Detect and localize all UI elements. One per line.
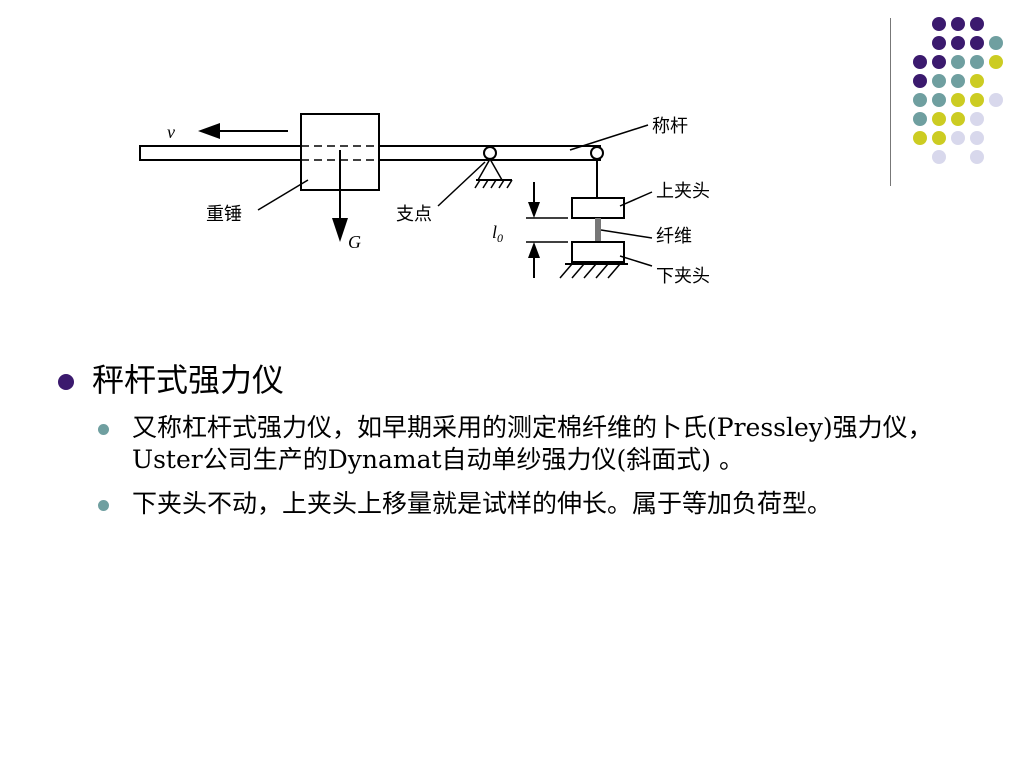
gauge-arrow-up xyxy=(528,242,540,258)
decorative-dot xyxy=(913,112,927,126)
decorative-dot xyxy=(913,74,927,88)
decorative-dot xyxy=(932,131,946,145)
sub-bullet-2: 下夹头不动，上夹头上移量就是试样的伸长。属于等加负荷型。 xyxy=(96,488,952,520)
label-fulcrum: 支点 xyxy=(396,204,432,225)
decorative-dot xyxy=(989,55,1003,69)
velocity-arrow xyxy=(198,123,220,139)
decorative-dot xyxy=(932,93,946,107)
decorative-dot xyxy=(970,131,984,145)
decorative-dot xyxy=(951,93,965,107)
label-beam: 称杆 xyxy=(652,116,688,137)
decorative-dot xyxy=(970,74,984,88)
label-upper-clamp: 上夹头 xyxy=(656,181,710,202)
decorative-dot xyxy=(932,112,946,126)
decorative-dot xyxy=(932,55,946,69)
decorative-dot xyxy=(951,131,965,145)
decorative-dot xyxy=(951,55,965,69)
decorative-dot xyxy=(951,74,965,88)
decorative-dot xyxy=(970,112,984,126)
bullet-title: 秤杆式强力仪 xyxy=(56,360,956,400)
sub-bullet-text: 下夹头不动，上夹头上移量就是试样的伸长。属于等加负荷型。 xyxy=(132,489,833,518)
decorative-dot xyxy=(932,150,946,164)
decorative-dot xyxy=(913,93,927,107)
decorative-dot xyxy=(913,55,927,69)
upper-clamp xyxy=(571,197,625,219)
label-gravity: G xyxy=(348,232,361,252)
gauge-arrow-down xyxy=(528,202,540,218)
fiber xyxy=(595,218,601,242)
decorative-dot xyxy=(913,131,927,145)
decorative-dot xyxy=(970,93,984,107)
balance-tester-diagram: v G 重锤 支点 称杆 上夹头 纤维 下夹头 l0 xyxy=(139,113,710,287)
decorative-dot xyxy=(932,17,946,31)
sub-bullet-dot-icon xyxy=(98,500,109,511)
label-gauge-length: l0 xyxy=(492,222,503,245)
decorative-dot xyxy=(951,112,965,126)
sub-bullet-text: 又称杠杆式强力仪，如早期采用的测定棉纤维的卜氏(Pressley)强力仪，Ust… xyxy=(132,413,933,474)
decorative-dot xyxy=(989,36,1003,50)
slide-content: 秤杆式强力仪 又称杠杆式强力仪，如早期采用的测定棉纤维的卜氏(Pressley)… xyxy=(56,360,956,532)
label-velocity: v xyxy=(167,122,175,142)
sub-bullet-dot-icon xyxy=(98,424,109,435)
sub-bullet-1: 又称杠杆式强力仪，如早期采用的测定棉纤维的卜氏(Pressley)强力仪，Ust… xyxy=(96,412,952,476)
lower-clamp xyxy=(571,241,625,263)
decorative-dot xyxy=(970,150,984,164)
gravity-arrow xyxy=(332,218,348,242)
fulcrum-pivot xyxy=(483,146,497,160)
decorative-dot xyxy=(970,55,984,69)
title-text: 秤杆式强力仪 xyxy=(92,361,285,399)
bullet-dot-icon xyxy=(58,374,74,390)
decorative-dot xyxy=(951,36,965,50)
decorative-dot xyxy=(932,36,946,50)
label-weight: 重锤 xyxy=(206,204,242,225)
decorative-dot xyxy=(932,74,946,88)
decorative-dot xyxy=(970,36,984,50)
decorative-dot xyxy=(970,17,984,31)
decorative-dot-grid xyxy=(913,17,1003,164)
beam-end-pivot xyxy=(590,146,604,160)
label-lower-clamp: 下夹头 xyxy=(656,266,710,287)
decorative-divider xyxy=(890,18,891,186)
decorative-dot xyxy=(989,93,1003,107)
decorative-dot xyxy=(951,17,965,31)
label-fiber: 纤维 xyxy=(656,226,692,247)
